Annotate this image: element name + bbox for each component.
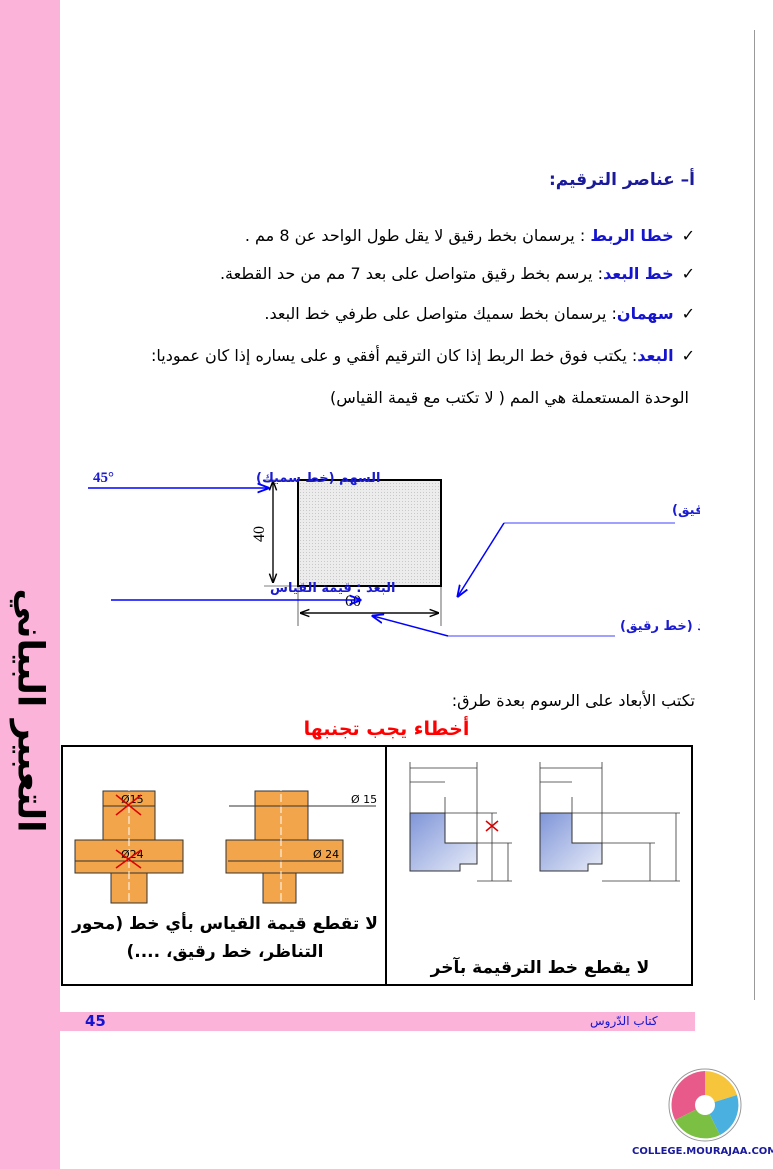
dim-label: Ø 15 — [351, 793, 377, 806]
sidebar — [0, 0, 60, 1169]
left-caption: لا تقطع قيمة القياس بأي خط (محور التناظر… — [72, 914, 378, 962]
site-url: COLLEGE.MOURAJAA.COM — [632, 1146, 773, 1157]
list-item: ✓البعد: يكتب فوق خط الربط إذا كان الترقي… — [151, 346, 695, 365]
section-heading: أ– عناصر الترقيم: — [548, 170, 695, 190]
sidebar-title: التعبير البياني — [9, 588, 51, 833]
list-item: ✓سهمان: يرسمان بخط سميك متواصل على طرفي … — [264, 304, 695, 323]
footer-bar — [60, 1012, 695, 1031]
step-illustration — [409, 762, 680, 882]
frame-divider — [385, 745, 387, 986]
angle-label: 45° — [93, 470, 114, 486]
list-item: ✓خطا الربط : يرسمان بخط رقيق لا يقل طول … — [244, 226, 695, 245]
height-value: 40 — [251, 526, 268, 542]
dimline-label: خط البعد (خط رقيق) — [620, 619, 700, 634]
page-number: 45 — [85, 1012, 106, 1030]
arrow-label: السهم (خط سميك) — [256, 471, 380, 486]
part-rectangle — [297, 479, 442, 587]
dimension-diagram: 40 60 45° السهم (خط سميك) البعد : قيمة ا… — [88, 470, 700, 637]
shaft-illustration: Ø15 Ø24 Ø 15 Ø 24 — [74, 783, 377, 907]
extension-label: خطا الربط (خط رقيق) — [672, 503, 700, 518]
mistakes-title: أخطاء يجب تجنبها — [303, 718, 470, 740]
margin-rule — [754, 30, 755, 1000]
list-item: ✓خط البعد: يرسم بخط رقيق متواصل على بعد … — [219, 264, 695, 283]
methods-text: تكتب الأبعاد على الرسوم بعدة طرق: — [451, 691, 695, 710]
dimension-label: البعد : قيمة القياس — [270, 581, 396, 596]
check-icon: ✓ — [681, 346, 695, 365]
unit-note: الوحدة المستعملة هي المم ( لا تكتب مع قي… — [329, 388, 689, 407]
check-icon: ✓ — [681, 264, 695, 283]
check-icon: ✓ — [681, 226, 695, 245]
book-title: كتاب الدّروس — [590, 1014, 658, 1028]
check-icon: ✓ — [681, 304, 695, 323]
cross-icon — [485, 820, 499, 832]
site-logo — [668, 1068, 742, 1142]
dim-label: Ø 24 — [313, 848, 339, 861]
right-caption: لا يقطع خط الترقيمة بآخر — [430, 958, 650, 978]
mistakes-frame — [61, 745, 693, 986]
cross-icon — [115, 794, 142, 869]
